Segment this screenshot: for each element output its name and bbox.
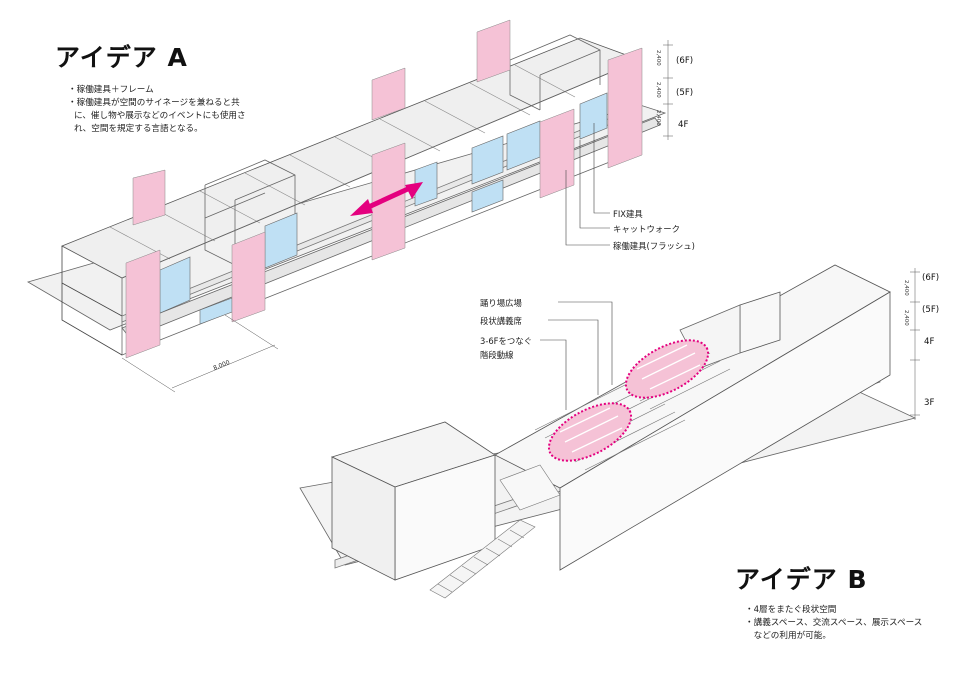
- idea-a-floor-6f: (6F): [676, 56, 694, 66]
- idea-a-drawing: [26, 19, 673, 393]
- idea-a-floor-4f: 4F: [678, 120, 689, 130]
- callout-stair-route-1: 3-6Fをつなぐ: [480, 336, 532, 346]
- idea-a-dim-4f: 2,400: [655, 110, 661, 126]
- callout-movable-fitting: 稼働建具(フラッシュ): [613, 241, 695, 251]
- idea-a-slide-arrow: [350, 182, 423, 216]
- idea-a-dim-5f: 2,400: [655, 82, 661, 98]
- idea-a-frames: [204, 34, 601, 266]
- idea-a-left-frame: [61, 246, 123, 356]
- idea-b-dim-5f: 2,400: [903, 310, 909, 326]
- idea-b-floor-3f: 3F: [924, 398, 935, 408]
- idea-b-block-side: [331, 456, 396, 581]
- callout-stepped-seating: 段状講義席: [480, 316, 522, 326]
- idea-a-dim-6f: 2,400: [655, 50, 661, 66]
- idea-b-note-line: ・4層をまたぐ段状空間: [745, 605, 837, 615]
- idea-a-title: アイデア A: [55, 43, 188, 72]
- callout-landing-plaza: 踊り場広場: [480, 298, 522, 308]
- idea-a-leaders: [565, 123, 610, 246]
- idea-b-box-front: [559, 291, 891, 571]
- idea-b-notes: ・4層をまたぐ段状空間 ・講義スペース、交流スペース、展示スペース などの利用が…: [745, 604, 922, 643]
- idea-b-dim-6f: 2,400: [903, 280, 909, 296]
- idea-b-floor-4f: 4F: [924, 337, 935, 347]
- idea-b-note-line: などの利用が可能。: [745, 631, 831, 641]
- callout-fix-fitting: FIX建具: [613, 209, 643, 219]
- idea-a-note-line: に、催し物や展示などのイベントにも使用さ: [74, 111, 246, 121]
- idea-a-height-dimension: [663, 40, 673, 140]
- idea-b-floor-5f: (5F): [922, 305, 940, 315]
- idea-a-movable-panels: [125, 19, 643, 359]
- idea-a-note-line: ・稼働建具が空間のサイネージを兼ねると共: [68, 98, 240, 108]
- callout-stair-route-2: 階段動線: [480, 350, 514, 360]
- idea-a-notes: ・稼働建具＋フレーム ・稼働建具が空間のサイネージを兼ねると共 に、催し物や展示…: [68, 84, 246, 136]
- idea-b-drawing: [299, 264, 920, 599]
- idea-a-fix-panels: [159, 92, 608, 325]
- idea-b-note-line: ・講義スペース、交流スペース、展示スペース: [745, 618, 923, 628]
- idea-a-width-dimension: [121, 314, 279, 393]
- idea-a-floor-5f: (5F): [676, 88, 694, 98]
- idea-b-height-dimension: [910, 268, 920, 420]
- idea-b-title: アイデア B: [735, 565, 868, 594]
- idea-b-leaders: [540, 301, 613, 410]
- idea-a-note-line: ・稼働建具＋フレーム: [68, 85, 154, 95]
- idea-b-lower-stair: [429, 464, 561, 599]
- callout-catwalk: キャットウォーク: [613, 224, 680, 234]
- idea-a-note-line: れ、空間を規定する言語となる。: [74, 124, 203, 134]
- idea-b-floor-6f: (6F): [922, 273, 940, 283]
- idea-b-seating-zones: [547, 339, 710, 462]
